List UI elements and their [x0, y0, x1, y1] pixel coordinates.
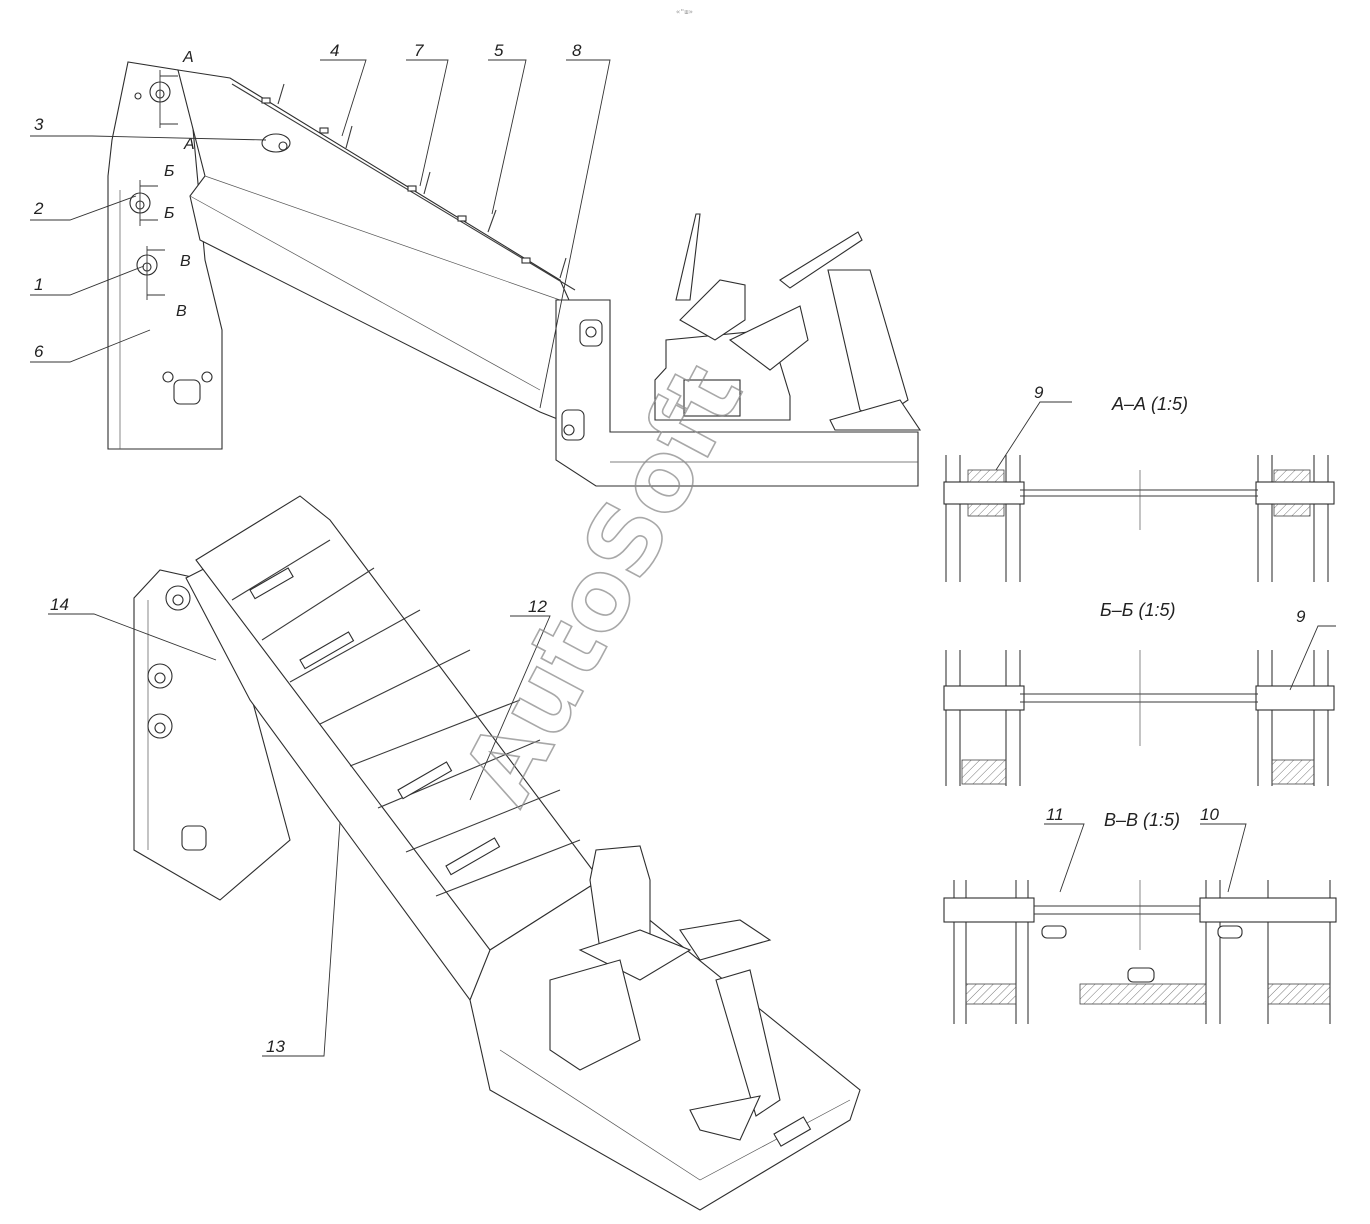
section-vv-view — [943, 823, 1337, 1024]
ramp-beam — [177, 69, 579, 421]
section-bb-view — [943, 625, 1336, 786]
operator-seat-top — [654, 213, 922, 431]
callout-14: 14 — [50, 595, 69, 614]
callout-5: 5 — [494, 41, 504, 60]
callout-6: 6 — [34, 342, 44, 361]
section-cut-lines — [139, 70, 178, 300]
header-mark: «"ш» — [676, 8, 693, 16]
callout-13: 13 — [266, 1037, 285, 1056]
iso-ramp-deck — [195, 495, 601, 951]
iso-platform — [469, 879, 861, 1211]
operator-seat-iso — [549, 845, 781, 1141]
callout-4: 4 — [330, 41, 339, 60]
section-title-aa: А–А (1:5) — [1111, 394, 1188, 414]
marker-v-bottom: В — [176, 303, 187, 320]
callout-9-aa: 9 — [1034, 383, 1044, 402]
callout-11: 11 — [1046, 805, 1064, 824]
callout-3: 3 — [34, 115, 44, 134]
top-ramp-view: А А Б Б В В — [30, 49, 922, 487]
platform-base — [555, 299, 919, 487]
section-title-bb: Б–Б (1:5) — [1100, 600, 1175, 620]
callout-9-bb: 9 — [1296, 607, 1306, 626]
marker-a-bottom: А — [183, 136, 195, 153]
iso-ramp-rungs — [231, 539, 581, 897]
callout-12: 12 — [528, 597, 547, 616]
callout-10: 10 — [1200, 805, 1219, 824]
marker-b-top: Б — [164, 163, 174, 180]
iso-ramp-view — [48, 495, 861, 1211]
handrail-posts — [231, 83, 576, 291]
callouts: 3 2 1 6 4 7 5 8 9 9 10 11 12 13 14 — [33, 41, 1306, 1056]
section-aa-view — [943, 401, 1335, 582]
marker-b-bottom: Б — [164, 205, 174, 222]
section-title-vv: В–В (1:5) — [1104, 810, 1180, 830]
callout-8: 8 — [572, 41, 582, 60]
marker-v-top: В — [180, 253, 191, 270]
marker-a-top: А — [182, 49, 194, 66]
callout-7: 7 — [414, 41, 424, 60]
callout-1: 1 — [34, 275, 43, 294]
callout-2: 2 — [33, 199, 44, 218]
